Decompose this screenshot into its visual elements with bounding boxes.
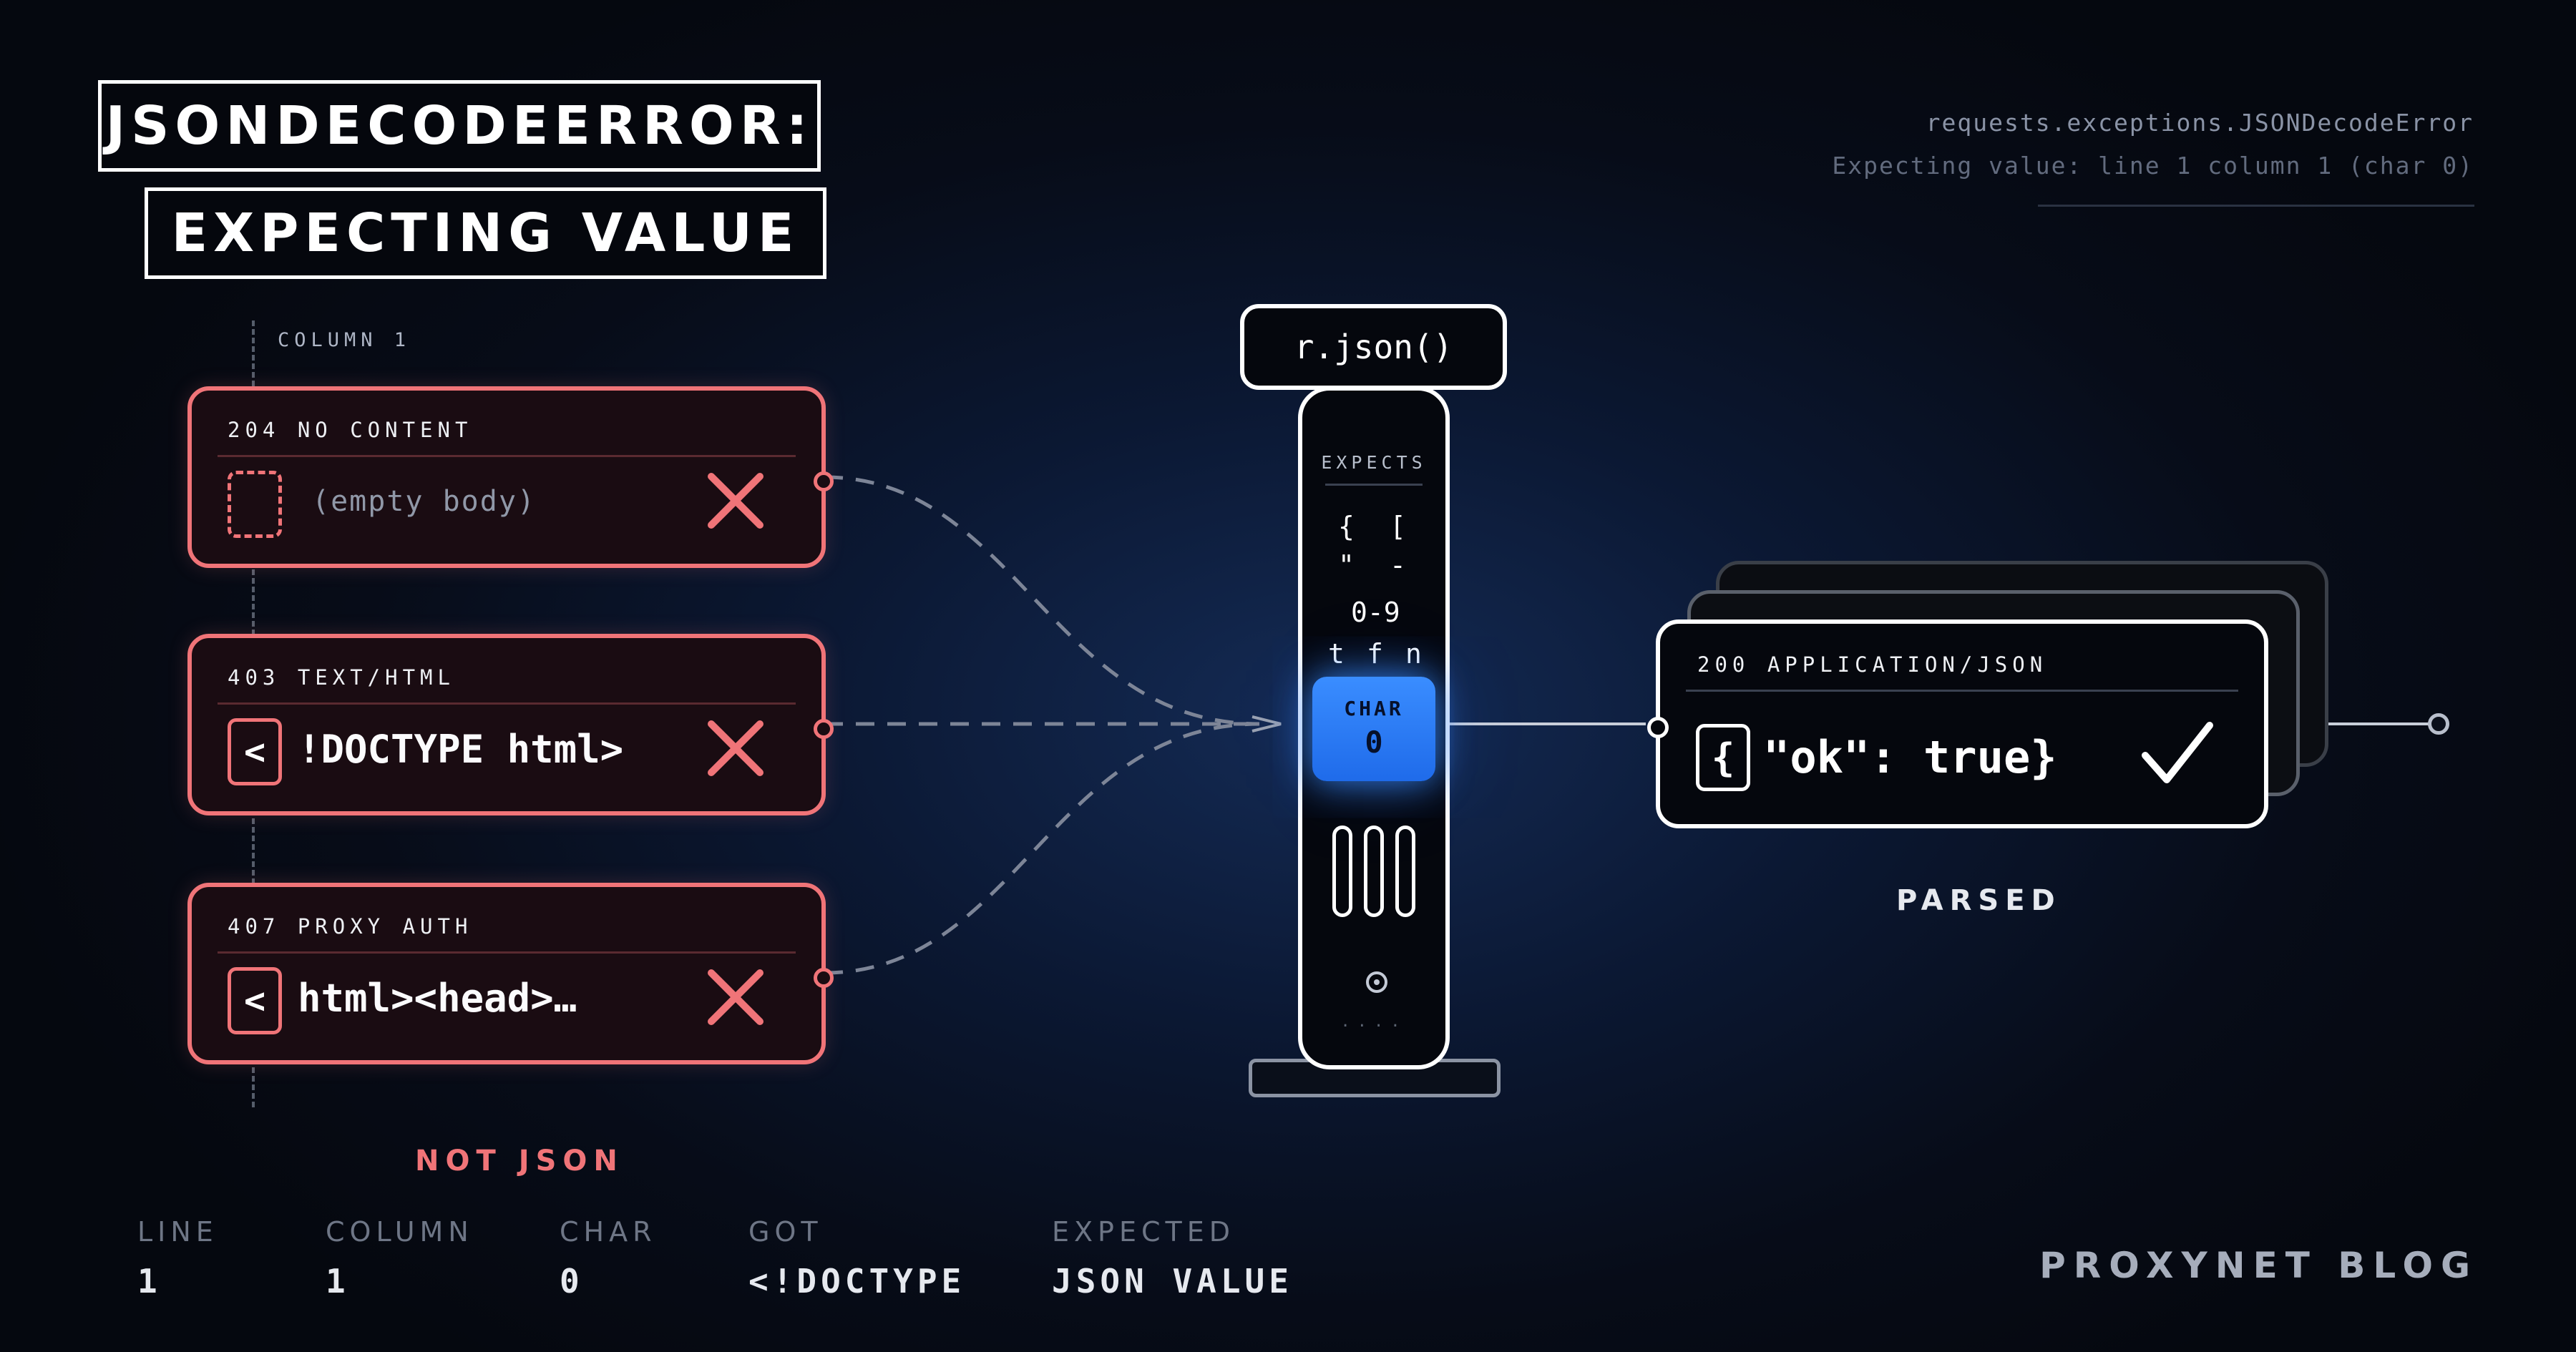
title-line-1: JSONDECODEERROR: <box>98 80 821 172</box>
token-false: f <box>1367 638 1383 670</box>
request-status: 407 PROXY AUTH <box>228 914 473 939</box>
token-digits: 0-9 <box>1351 597 1400 628</box>
parser-device: EXPECTS { [ " - 0-9 t f n CHAR 0 .... <box>1298 386 1450 1069</box>
token-minus: - <box>1390 549 1406 581</box>
response-divider <box>1686 690 2238 692</box>
expects-label: EXPECTS <box>1321 452 1427 473</box>
output-port <box>814 719 834 739</box>
stat-value: 0 <box>560 1262 584 1300</box>
response-status: 200 APPLICATION/JSON <box>1697 652 2048 677</box>
input-port <box>1647 717 1669 738</box>
request-body: html><head>… <box>298 976 577 1021</box>
stat-value: <!DOCTYPE <box>748 1262 966 1300</box>
parser-function-label: r.json() <box>1240 304 1507 390</box>
token-true: t <box>1328 638 1345 670</box>
arrow-into-parser <box>1252 715 1282 733</box>
request-status: 204 NO CONTENT <box>228 418 473 442</box>
response-body: "ok": true} <box>1763 731 2057 783</box>
token-quote: " <box>1338 549 1355 581</box>
expects-divider <box>1325 484 1423 486</box>
column-1-label: COLUMN 1 <box>278 329 411 351</box>
exception-name: requests.exceptions.JSONDecodeError <box>1926 109 2474 137</box>
request-card-403: 403 TEXT/HTML < !DOCTYPE html> <box>187 634 834 815</box>
output-port <box>814 968 834 988</box>
vent-slot <box>1332 826 1352 917</box>
stat-key: EXPECTED <box>1052 1216 1235 1248</box>
char-chip-label: CHAR <box>1344 697 1404 720</box>
not-json-label: NOT JSON <box>415 1145 624 1177</box>
stat-expected: EXPECTED JSON VALUE <box>1052 1216 1293 1300</box>
stat-column: COLUMN 1 <box>326 1216 474 1300</box>
request-divider <box>218 455 796 457</box>
stat-key: LINE <box>137 1216 218 1248</box>
request-card-407: 407 PROXY AUTH < html><head>… <box>187 883 834 1064</box>
title-line-2: EXPECTING VALUE <box>145 187 826 279</box>
char-chip-value: 0 <box>1365 725 1383 760</box>
stat-line: LINE 1 <box>137 1216 218 1300</box>
stat-value: JSON VALUE <box>1052 1262 1293 1300</box>
stat-key: GOT <box>748 1216 823 1248</box>
token-brace: { <box>1338 511 1355 542</box>
x-icon <box>708 969 763 1025</box>
vent-slot <box>1364 826 1384 917</box>
angle-bracket-icon: < <box>228 718 282 785</box>
wire-204-to-parser <box>824 475 1260 726</box>
stat-key: COLUMN <box>326 1216 474 1248</box>
request-card-204: 204 NO CONTENT (empty body) <box>187 386 834 568</box>
parsed-label: PARSED <box>1896 884 2062 917</box>
request-body: (empty body) <box>312 485 536 518</box>
stat-char: CHAR 0 <box>560 1216 657 1300</box>
power-knob-icon <box>1366 971 1387 993</box>
brand-logo-text: PROXYNET BLOG <box>2039 1245 2478 1286</box>
vent-slot <box>1395 826 1415 917</box>
exception-divider <box>2038 205 2474 207</box>
output-port <box>814 471 834 491</box>
request-divider <box>218 702 796 705</box>
wire-407-to-parser <box>824 722 1260 975</box>
check-icon <box>2142 722 2213 783</box>
stat-value: 1 <box>137 1262 162 1300</box>
x-icon <box>708 720 763 776</box>
x-icon <box>708 473 763 529</box>
angle-bracket-icon: < <box>228 967 282 1034</box>
request-status: 403 TEXT/HTML <box>228 665 455 690</box>
status-dots: .... <box>1340 1013 1407 1031</box>
token-null: n <box>1405 638 1422 670</box>
exception-message: Expecting value: line 1 column 1 (char 0… <box>1832 152 2474 180</box>
stat-value: 1 <box>326 1262 350 1300</box>
request-divider <box>218 951 796 954</box>
empty-body-icon <box>228 471 282 538</box>
response-card-200: 200 APPLICATION/JSON { "ok": true} <box>1647 619 2268 828</box>
brace-icon: { <box>1696 724 1750 791</box>
char-position-chip: CHAR 0 <box>1312 677 1435 781</box>
stat-got: GOT <!DOCTYPE <box>748 1216 965 1300</box>
stat-key: CHAR <box>560 1216 657 1248</box>
request-body: !DOCTYPE html> <box>298 727 624 772</box>
token-bracket: [ <box>1390 511 1406 542</box>
output-end-port <box>2428 713 2449 735</box>
